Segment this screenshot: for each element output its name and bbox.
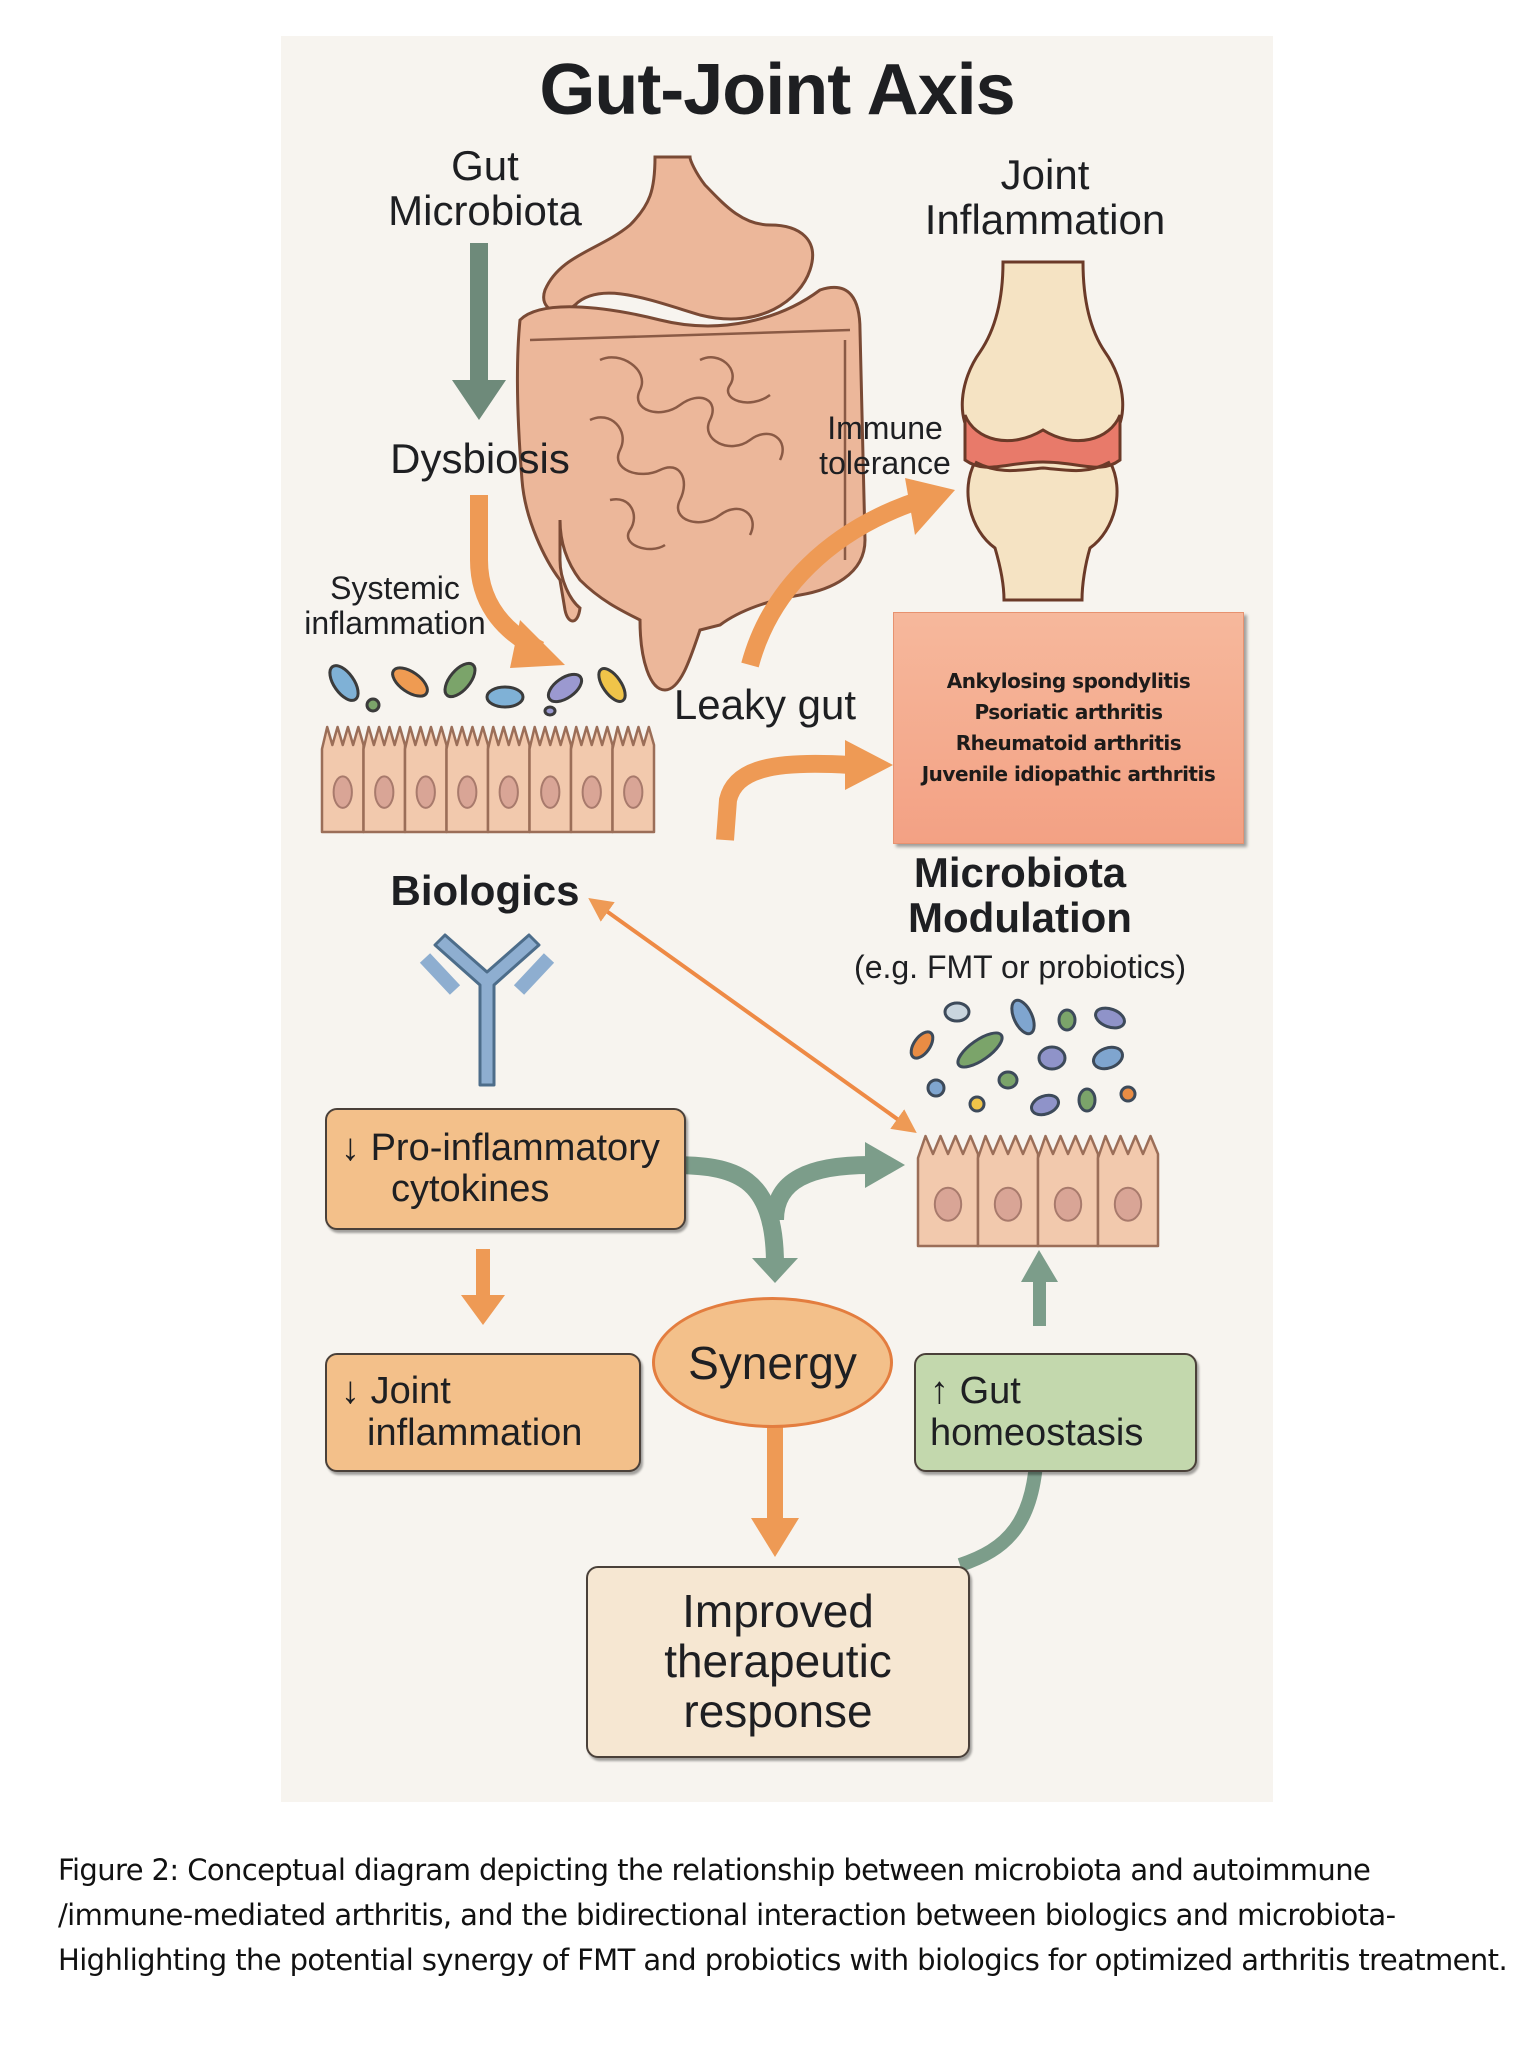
bidirectional-arrow-biologics-microbiota <box>588 898 917 1133</box>
disease-item: Juvenile idiopathic arthritis <box>921 762 1216 786</box>
label-line: Microbiota <box>388 187 582 235</box>
arrow-to-joint-inflammation-box <box>461 1295 505 1325</box>
disease-item: Ankylosing spondylitis <box>946 669 1191 693</box>
label-joint-inflammation: Joint Inflammation <box>890 152 1200 243</box>
synergy-ellipse: Synergy <box>652 1297 893 1428</box>
box-line: ↑ Gut <box>930 1371 1195 1412</box>
label-line: tolerance <box>819 444 951 481</box>
arrow-to-immune-tolerance <box>905 478 955 535</box>
diagram-title: Gut-Joint Axis <box>539 50 1015 130</box>
disease-item: Rheumatoid arthritis <box>955 731 1182 755</box>
epithelium-right-icon <box>916 1134 1160 1248</box>
epithelial-cell <box>569 725 614 834</box>
label-line: Inflammation <box>924 196 1166 244</box>
box-text: Joint <box>370 1370 451 1413</box>
label-line: Systemic <box>330 570 460 606</box>
label-biologics: Biologics <box>390 867 580 914</box>
box-pro-inflammatory-cytokines: ↓ Pro-inflammatory cytokines <box>325 1108 686 1230</box>
label-microbiota-modulation: Microbiota Modulation <box>870 850 1170 941</box>
label-leaky-gut: Leaky gut <box>673 681 857 728</box>
box-line: ↓ Joint <box>341 1371 639 1412</box>
arrow-synergy-to-response <box>751 1518 799 1557</box>
epithelial-cell <box>1036 1134 1100 1248</box>
epithelium-left-icon <box>320 725 656 834</box>
box-text: inflammation <box>367 1411 583 1454</box>
figure-caption: Figure 2: Conceptual diagram depicting t… <box>58 1853 1508 1977</box>
label-modulation-examples: (e.g. FMT or probiotics) <box>854 949 1186 985</box>
label-gut-microbiota: Gut Microbiota <box>350 143 620 234</box>
epithelial-cell <box>976 1134 1040 1248</box>
disease-list-box: Ankylosing spondylitis Psoriatic arthrit… <box>893 612 1244 844</box>
label-line: Microbiota <box>913 849 1127 896</box>
epithelial-cell <box>528 725 573 834</box>
label-immune-tolerance: Immune tolerance <box>800 411 970 480</box>
label-line: Gut <box>451 142 519 189</box>
epithelial-cell <box>1096 1134 1160 1248</box>
up-arrow-icon: ↑ <box>930 1370 949 1413</box>
arrow-dysbiosis-to-epithelium <box>510 620 565 668</box>
arrow-microbiota-to-dysbiosis <box>452 243 506 420</box>
box-improved-therapeutic-response: Improved therapeutic response <box>586 1566 970 1758</box>
bacteria-cluster-left <box>328 661 627 717</box>
box-text: Gut <box>959 1370 1021 1413</box>
label-line: Immune <box>827 410 943 446</box>
bacteria-cluster-right <box>909 998 1137 1117</box>
box-text: Improved <box>682 1585 874 1638</box>
epithelial-cell <box>916 1134 980 1248</box>
disease-item: Psoriatic arthritis <box>974 700 1163 724</box>
knee-joint-icon <box>960 260 1125 602</box>
down-arrow-icon: ↓ <box>341 1126 360 1169</box>
box-text: cytokines <box>391 1168 550 1210</box>
epithelial-cell <box>445 725 490 834</box>
label-line: Modulation <box>908 894 1132 942</box>
box-gut-homeostasis: ↑ Gut homeostasis <box>914 1353 1197 1472</box>
box-text: response <box>683 1684 873 1737</box>
box-text: therapeutic <box>664 1635 892 1688</box>
box-text: Pro-inflammatory <box>370 1126 660 1169</box>
box-line: ↓ Pro-inflammatory <box>341 1126 684 1169</box>
epithelial-cell <box>403 725 448 834</box>
arrow-to-diseases <box>845 740 893 790</box>
antibody-icon <box>419 933 555 1087</box>
epithelial-cell <box>362 725 407 834</box>
arrow-cytokines-split <box>669 1156 871 1266</box>
label-dysbiosis: Dysbiosis <box>390 435 570 482</box>
epithelial-cell <box>320 725 365 834</box>
label-systemic-inflammation: Systemic inflammation <box>285 571 505 640</box>
label-line: Joint <box>1000 151 1090 198</box>
box-text: homeostasis <box>930 1411 1144 1454</box>
label-line: inflammation <box>304 604 486 641</box>
epithelial-cell <box>611 725 656 834</box>
epithelial-cell <box>486 725 531 834</box>
box-joint-inflammation: ↓ Joint inflammation <box>325 1353 641 1472</box>
down-arrow-icon: ↓ <box>341 1370 360 1413</box>
arrow-homeostasis-to-epithelium <box>1021 1250 1058 1282</box>
